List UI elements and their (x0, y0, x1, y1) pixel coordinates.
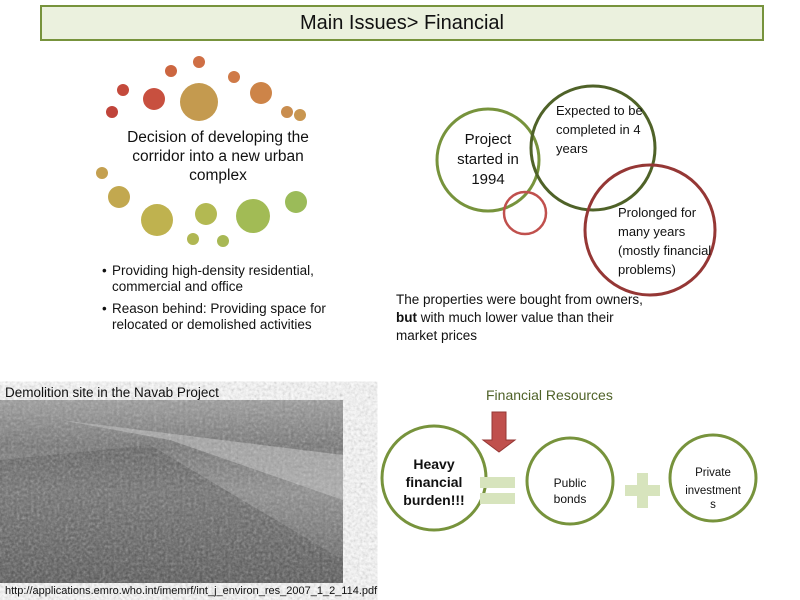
photo-source-link[interactable]: http://applications.emro.who.int/imemrf/… (5, 585, 378, 597)
overlap-circle (502, 190, 548, 236)
equals-icon (480, 477, 515, 504)
dot (165, 65, 177, 77)
private-circle (668, 433, 758, 523)
dot (180, 83, 218, 121)
dot (294, 109, 306, 121)
bullet-item: Providing high-density residential, comm… (102, 263, 352, 295)
dot (281, 106, 293, 118)
dot (193, 56, 205, 68)
dot (236, 199, 270, 233)
bullet-item: Reason behind: Providing space for reloc… (102, 301, 352, 333)
private-line: Private (695, 467, 731, 479)
decision-bullets: Providing high-density residential, comm… (100, 263, 352, 339)
demolition-photo (0, 400, 343, 583)
bonds-text: Public bonds (553, 476, 587, 506)
prolonged-circle (583, 163, 717, 297)
start-circle (435, 107, 541, 213)
dot (117, 84, 129, 96)
dot (250, 82, 272, 104)
dot (143, 88, 165, 110)
note-text: with much lower value than their market … (396, 310, 614, 343)
dot (187, 233, 199, 245)
dot (108, 186, 130, 208)
dot (217, 235, 229, 247)
private-text: Private investment s (673, 466, 753, 512)
properties-note: The properties were bought from owners, … (396, 291, 646, 345)
burden-text: Heavy financial burden!!! (403, 456, 465, 508)
dot (141, 204, 173, 236)
dot (195, 203, 217, 225)
photo-caption: Demolition site in the Navab Project (5, 385, 219, 400)
bonds-circle (525, 436, 615, 526)
dot-ring (96, 56, 307, 247)
started-text: Project started in 1994 (457, 131, 519, 188)
venn-diagram (435, 84, 717, 297)
expected-circle (529, 84, 657, 212)
prolonged-text: Prolonged for many years (mostly financi… (618, 205, 712, 277)
private-line: investment (685, 485, 741, 497)
dot (285, 191, 307, 213)
equation-diagram (380, 411, 758, 532)
down-arrow-icon (481, 411, 517, 453)
decision-text: Decision of developing the corridor into… (127, 129, 309, 184)
dot (96, 167, 108, 179)
note-text: The properties were bought from owners, (396, 292, 643, 307)
financial-resources-heading: Financial Resources (486, 387, 613, 403)
expected-text: Expected to be completed in 4 years (556, 103, 643, 156)
note-bold: but (396, 310, 417, 325)
dot (228, 71, 240, 83)
plus-icon (625, 473, 660, 508)
private-line: s (710, 499, 716, 511)
slide-title: Main Issues> Financial (40, 5, 764, 41)
dot (106, 106, 118, 118)
